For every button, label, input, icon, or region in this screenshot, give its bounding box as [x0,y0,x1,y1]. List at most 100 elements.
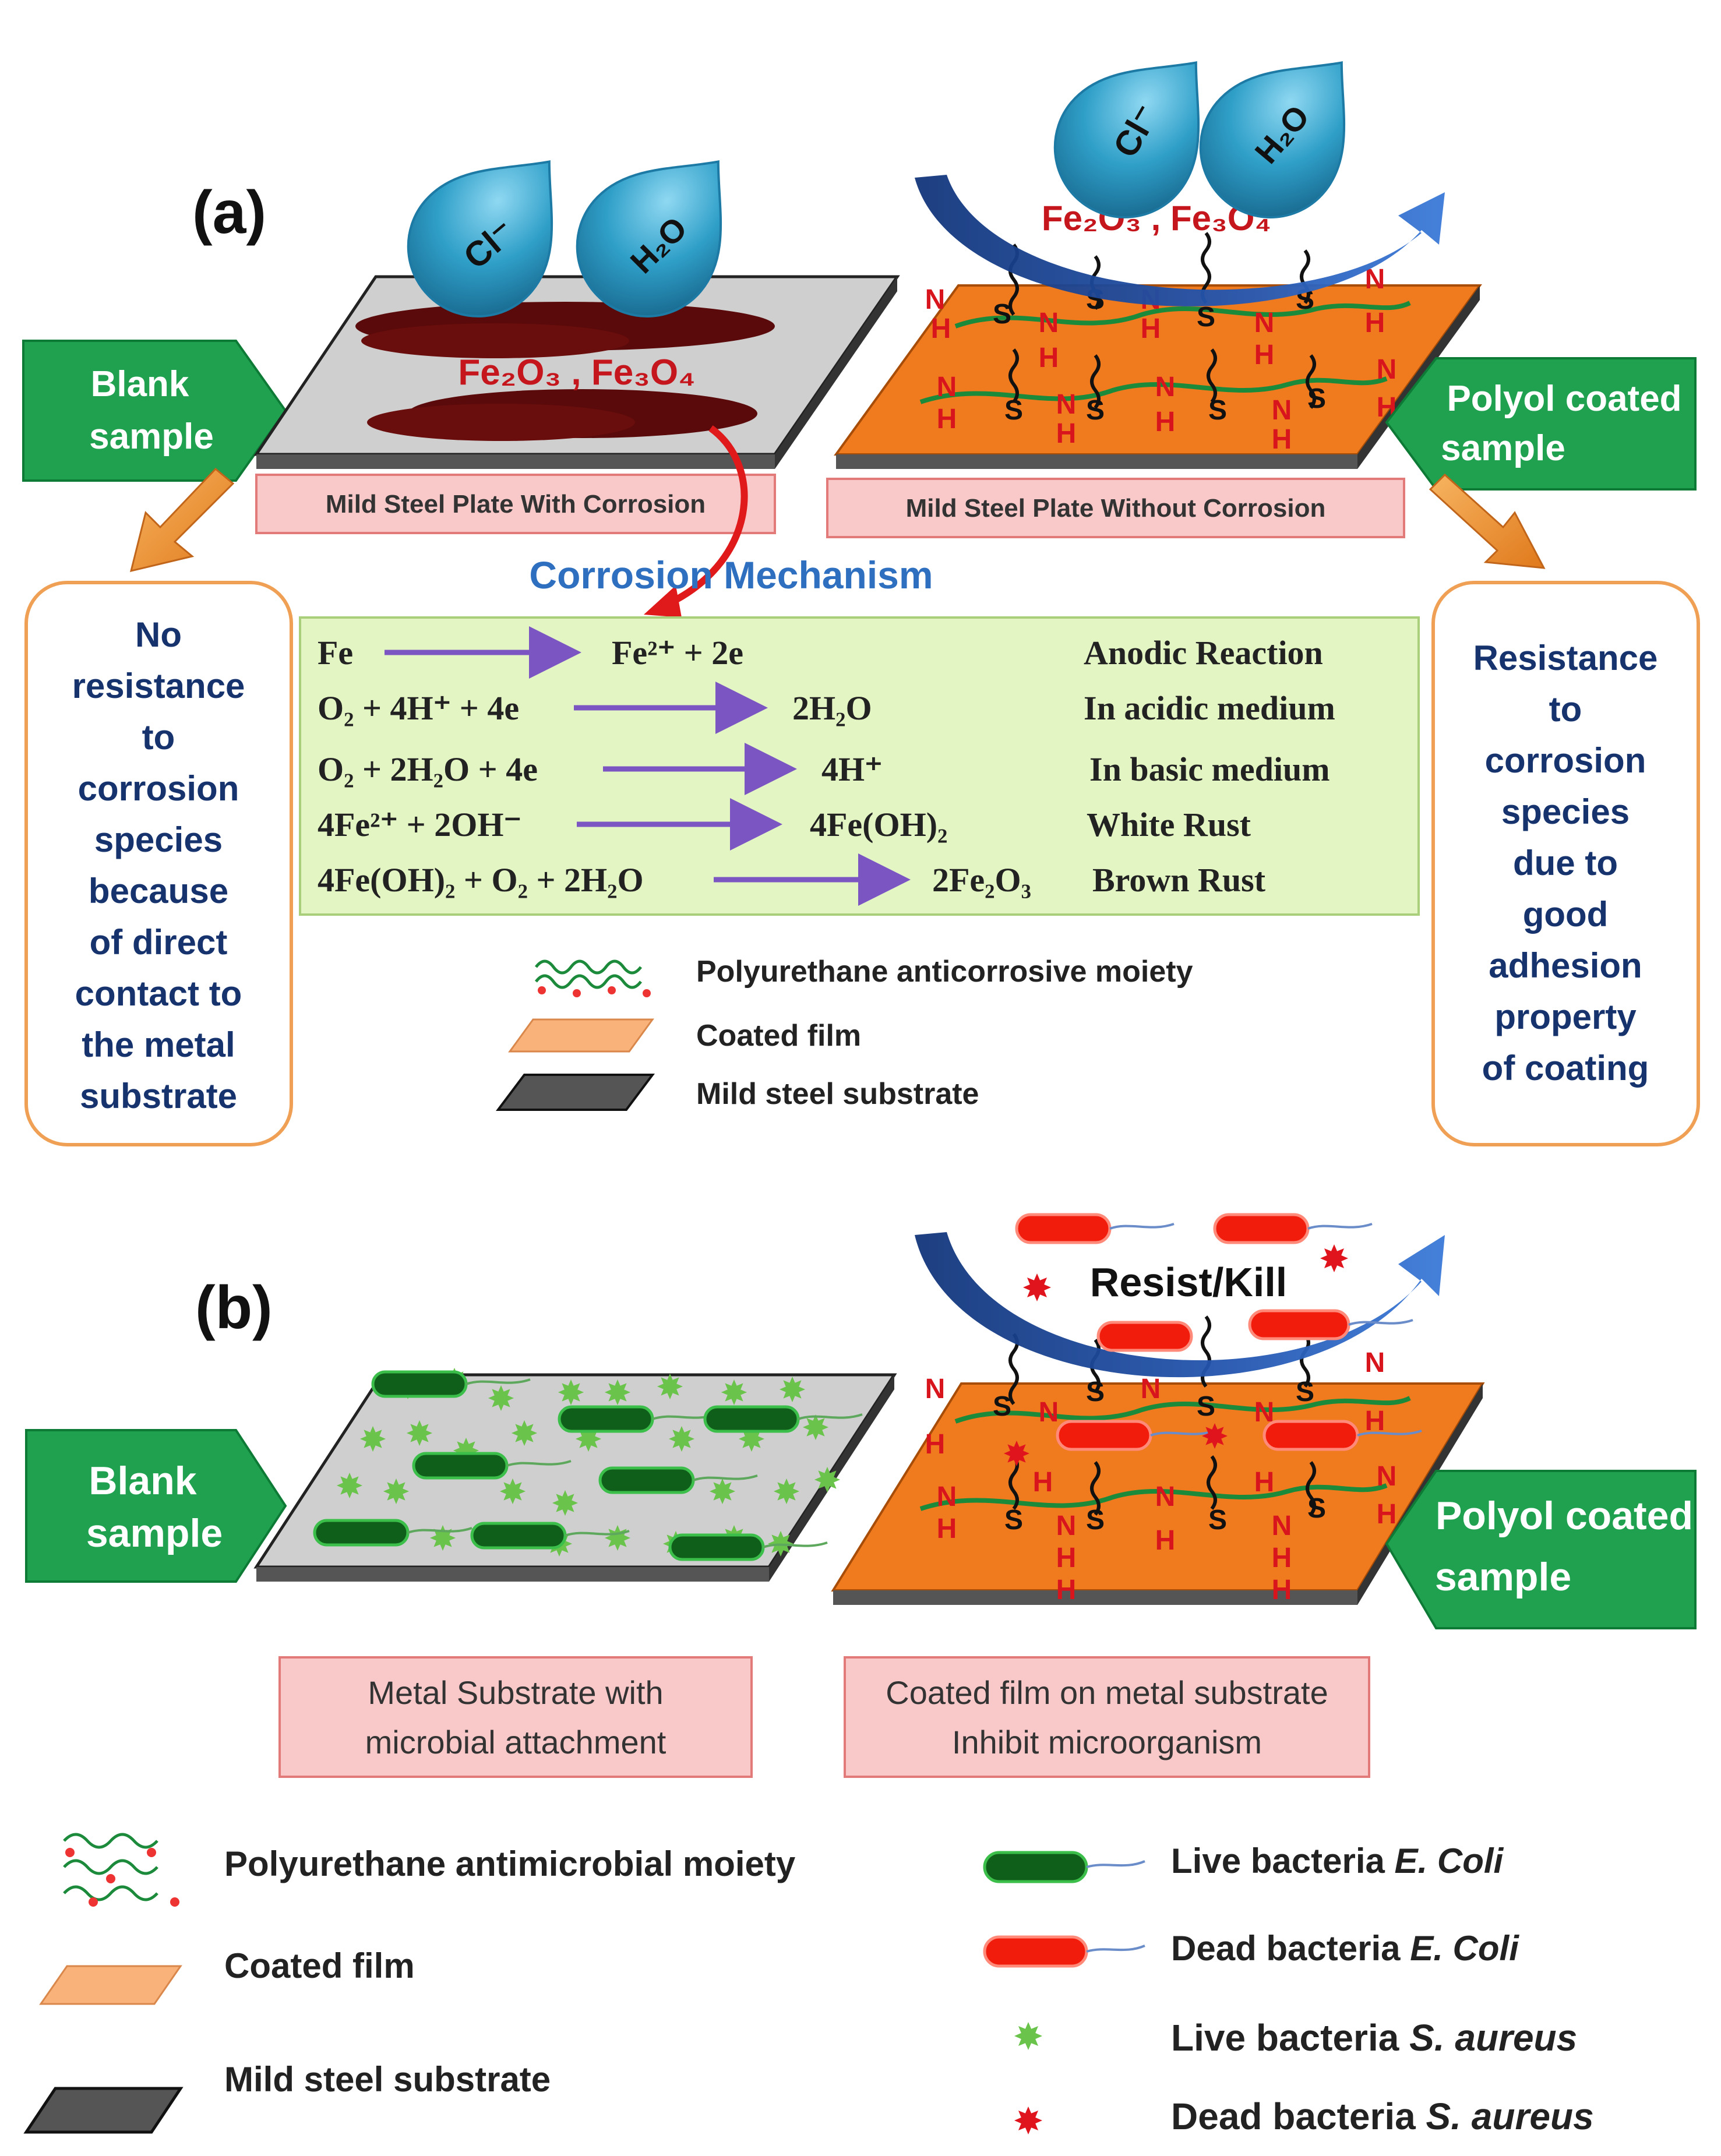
atom-n: N [1056,389,1077,420]
live-saureus [721,1379,747,1405]
svg-text:Coated film: Coated film [224,1946,415,1985]
atom-n: N [925,284,946,315]
reaction-label: In basic medium [1089,750,1330,788]
reaction-products: 2H₂O [792,689,872,727]
dead-saureus [1320,1244,1348,1272]
reaction-products: 2Fe₂O₃ [932,861,1031,899]
pu-antimicrobial-moiety-icon [63,1833,179,1907]
live-saureus [430,1525,456,1551]
note-line: species [1501,792,1630,831]
note-line: corrosion [78,769,239,808]
live-ecoli [412,1452,572,1480]
atom-h: H [1365,308,1385,338]
panel-b-label: (b) [195,1274,273,1342]
svg-text:sample: sample [86,1511,223,1555]
atom-n: N [1377,1461,1397,1492]
atom-s: S [1004,1505,1023,1536]
note-line: No [135,615,182,654]
caption-inhibit-plate: Coated film on metal substrate Inhibit m… [844,1656,1370,1778]
water-drop-left: H₂O [576,160,722,317]
live-saureus [774,1478,799,1504]
atom-s: S [1208,395,1227,426]
deflection-arrow-a [915,175,1445,306]
svg-text:Inhibit microorganism: Inhibit microorganism [952,1724,1262,1760]
dead-saureus [1004,1441,1029,1466]
reaction-reactants: O₂ + 2H₂O + 4e [318,750,538,788]
microbial-steel-plate [253,1368,897,1582]
no-resistance-note: Noresistancetocorrosionspeciesbecauseof … [24,581,293,1146]
svg-text:Coated film: Coated film [696,1019,861,1053]
atom-n: N [1272,1511,1292,1541]
atom-h: H [1056,418,1077,449]
caption-corroded-plate: Mild Steel Plate With Corrosion [255,474,776,534]
mild-steel-swatch-b [23,2087,184,2134]
blank-sample-arrow-b: Blank sample [25,1429,287,1583]
atom-n: N [1254,308,1275,338]
rust-patch [367,404,635,441]
note-line: Resistance [1473,638,1658,678]
orange-arrow-right [1429,473,1546,569]
note-line: substrate [80,1077,237,1116]
svg-text:microbial attachment: microbial attachment [365,1724,666,1760]
reaction-label: Anodic Reaction [1084,634,1323,672]
live-saureus [407,1420,432,1446]
dead-ecoli [1248,1309,1413,1340]
note-line: property [1494,997,1637,1036]
note-line: of direct [90,923,228,962]
live-saureus [803,1414,828,1440]
atom-h: H [1365,1406,1385,1437]
note-line: of coating [1482,1049,1649,1088]
atom-h: H [937,404,957,435]
caption-uncorroded-plate: Mild Steel Plate Without Corrosion [826,478,1405,538]
atom-n: N [1039,308,1059,338]
svg-text:Mild Steel Plate Without Corro: Mild Steel Plate Without Corrosion [906,494,1326,523]
atom-n: N [1365,1347,1385,1378]
live-saureus [488,1385,514,1411]
live-ecoli [703,1405,863,1433]
live-ecoli [470,1522,630,1550]
atom-s: S [1307,1493,1326,1524]
svg-text:Polyol coated: Polyol coated [1436,1494,1693,1538]
reaction-label: White Rust [1087,806,1251,844]
dead-saureus-icon [1014,2106,1042,2134]
rust-patch [361,323,629,358]
dead-ecoli [1096,1321,1193,1352]
atom-h: H [1377,1499,1397,1530]
deflection-arrow-b [915,1232,1445,1378]
live-saureus [605,1379,630,1405]
atom-h: H [1141,313,1161,344]
corroded-steel-plate: Fe₂O₃ , Fe₃O₄ [253,275,900,469]
svg-text:Metal Substrate with: Metal Substrate with [368,1674,663,1711]
note-line: adhesion [1489,946,1642,985]
live-saureus-icon [1014,2022,1042,2050]
live-ecoli [313,1519,472,1547]
dead-ecoli-icon [983,1935,1145,1968]
polyol-coated-label-line2: sample [1441,428,1565,468]
atom-s: S [1086,1377,1105,1407]
svg-text:Mild steel substrate: Mild steel substrate [696,1077,979,1111]
blank-sample-label-line1: Blank [91,364,189,404]
svg-text:Mild steel substrate: Mild steel substrate [224,2060,551,2099]
atom-h: H [1033,1467,1053,1498]
atom-h: H [925,1429,946,1460]
dead-saureus [1023,1273,1051,1301]
legend-panel-b-left: Polyurethane antimicrobial moiety Coated… [23,1833,796,2134]
live-ecoli [598,1466,758,1494]
live-saureus [360,1426,386,1452]
live-ecoli-icon [983,1851,1145,1883]
atom-h: H [1272,424,1292,455]
dead-ecoli [1262,1420,1422,1451]
reaction-reactants: 4Fe²⁺ + 2OH⁻ [318,806,521,844]
svg-text:Blank: Blank [89,1459,196,1503]
svg-text:Coated film on metal substrate: Coated film on metal substrate [886,1674,1328,1711]
legend-dead-ecoli: Dead bacteria E. Coli [1171,1929,1519,1968]
red-mechanism-arrowhead [644,585,682,617]
live-saureus [552,1490,578,1516]
atom-h: H [1039,343,1059,373]
reaction-reactants: Fe [318,634,353,672]
live-saureus [337,1473,362,1498]
svg-text:Polyurethane antimicrobial moi: Polyurethane antimicrobial moiety [224,1844,796,1883]
atom-s: S [1197,302,1215,333]
atom-h: H [1272,1543,1292,1573]
